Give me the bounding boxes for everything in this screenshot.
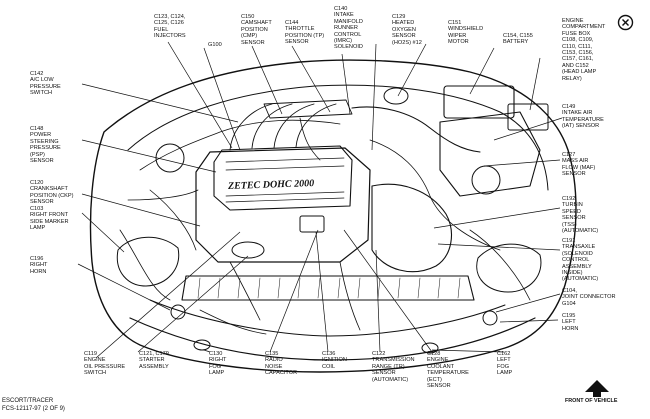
label-c195: C195 LEFT HORN	[562, 313, 579, 332]
label-c127: C127 MASS AIR FLOW (MAF) SENSOR	[562, 152, 596, 178]
intake-runners	[229, 99, 353, 151]
label-c144: C144 THROTTLE POSITION (TP) SENSOR	[285, 20, 325, 46]
grille-edge	[149, 299, 506, 337]
ignition-coil	[299, 215, 325, 233]
label-c121: C121, C179 STARTER ASSEMBLY	[139, 351, 169, 370]
left-horn	[482, 310, 498, 326]
label-c119: C119 ENGINE OIL PRESSURE SWITCH	[84, 351, 126, 377]
transaxle	[371, 183, 452, 273]
label-c122: C122 TRANSMISSION RANGE (TR) SENSOR (AUT…	[372, 351, 415, 383]
front-arrow-icon	[585, 380, 609, 397]
label-c104: C104, JOINT CONNECTOR G104	[562, 288, 616, 307]
right-headlamp	[116, 236, 180, 287]
label-c149: C149 INTAKE AIR TEMPERATURE (IAT) SENSOR	[562, 104, 604, 130]
wiper-motor	[383, 87, 409, 105]
left-fog-lamp	[421, 342, 439, 354]
label-engine-fuse-box: ENGINE COMPARTMENT FUSE BOX C108, C109, …	[562, 18, 606, 82]
leader-lines	[77, 41, 563, 359]
label-c128: C128 ENGINE COOLANT TEMPERATURE (ECT) SE…	[427, 351, 469, 390]
label-c191: C191 TRANSAXLE (SOLENOID CONTROL ASSEMBL…	[562, 238, 599, 283]
starter	[231, 241, 265, 259]
label-c130: C130 RIGHT FOG LAMP	[209, 351, 227, 377]
radiator	[181, 275, 475, 301]
label-c162: C162 LEFT FOG LAMP	[497, 351, 513, 377]
label-g100: G100	[208, 42, 222, 48]
label-c151: C151 WINDSHIELD WIPER MOTOR	[448, 20, 484, 46]
fuse-box	[507, 103, 549, 131]
label-c136: C136 IGNITION COIL	[322, 351, 347, 370]
label-c129: C129 HEATED OXYGEN SENSOR (HO2S) #12	[392, 14, 422, 46]
bumper-line	[129, 317, 536, 361]
close-button[interactable]	[617, 14, 634, 31]
label-c154: C154, C155 BATTERY	[503, 33, 533, 46]
right-fog-lamp	[193, 339, 211, 351]
footer-code: FCS-12117-97 (2 OF 9)	[2, 406, 65, 412]
hood-outline	[89, 59, 577, 373]
label-c142: C142 A/C LOW PRESSURE SWITCH	[30, 71, 61, 97]
close-icon	[617, 14, 634, 31]
engine-block	[195, 147, 371, 263]
label-c196: C196 RIGHT HORN	[30, 256, 48, 275]
label-c192: C192 TURBIN SPEED SENSOR (TSS) (AUTOMATI…	[562, 196, 599, 235]
label-c103: C103 RIGHT FRONT SIDE MARKER LAMP	[30, 206, 69, 232]
wiring-harness	[119, 117, 531, 335]
right-horn	[170, 304, 186, 320]
radiator-fins	[197, 277, 461, 299]
engine-script: ZETEC DOHC 2000	[227, 178, 314, 192]
intake-tube	[351, 106, 481, 153]
label-c123: C123, C124, C125, C126 FUEL INJECTORS	[154, 14, 186, 40]
label-c140: C140 INTAKE MANIFOLD RUNNER CONTROL (IMR…	[334, 6, 363, 51]
cam-cover-ridges	[225, 157, 345, 203]
label-c120: C120 CRANKSHAFT POSITION (CKP) SENSOR	[30, 180, 74, 206]
valve-cover	[213, 145, 353, 211]
left-strut-tower	[471, 165, 501, 195]
fender-inner	[127, 84, 549, 191]
left-headlamp	[476, 243, 542, 293]
label-c148: C148 POWER STEERING PRESSURE (PSP) SENSO…	[30, 126, 61, 165]
label-c150: C150 CAMSHAFT POSITION (CMP) SENSOR	[241, 14, 272, 46]
battery	[443, 85, 515, 119]
air-cleaner	[439, 111, 541, 197]
footer-model: ESCORT/TRACER	[2, 398, 54, 404]
label-c135: C135 RADIO NOISE CAPACITOR	[265, 351, 298, 377]
front-of-vehicle-label: FRONT OF VEHICLE	[565, 398, 618, 404]
